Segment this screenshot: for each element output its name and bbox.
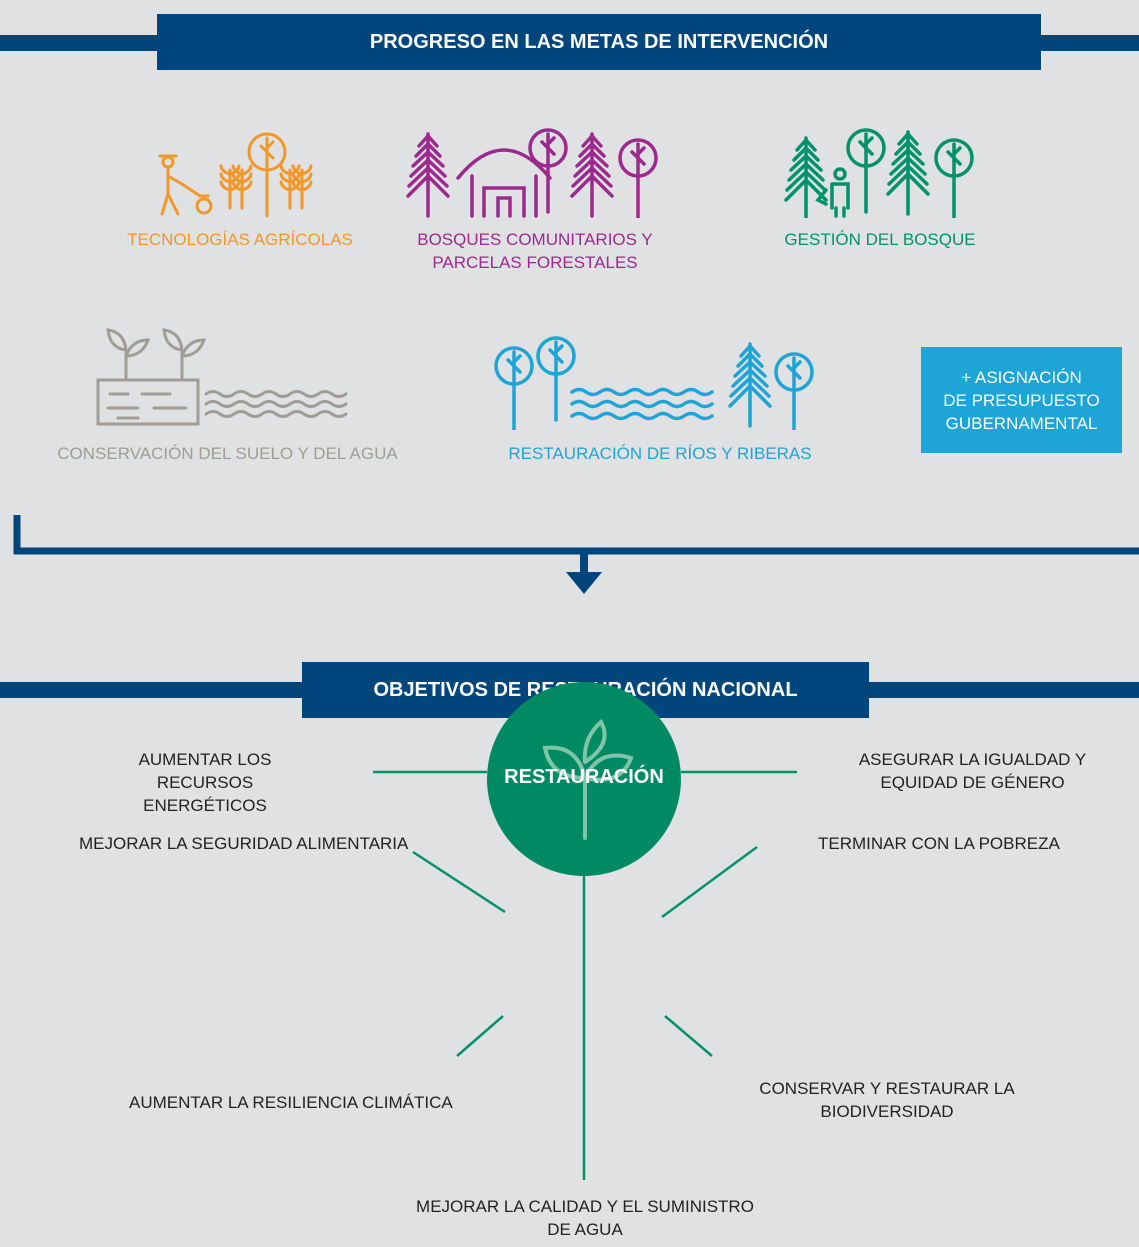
budget-line-2: DE PRESUPUESTO bbox=[943, 390, 1100, 410]
intervention-label-agricultural: TECNOLOGÍAS AGRÍCOLAS bbox=[127, 230, 353, 249]
farmer-wheat-icon bbox=[150, 120, 330, 220]
goal-gender: ASEGURAR LA IGUALDAD Y EQUIDAD DE GÉNERO bbox=[850, 748, 1095, 794]
intervention-label-community-forests: BOSQUES COMUNITARIOS Y PARCELAS FORESTAL… bbox=[395, 228, 675, 274]
down-arrow-icon bbox=[566, 572, 602, 594]
goal-gender-line-1: ASEGURAR LA IGUALDAD Y bbox=[858, 750, 1087, 769]
goal-energy-line-2: ENERGÉTICOS bbox=[143, 796, 267, 815]
goal-climate-resilience: AUMENTAR LA RESILIENCIA CLIMÁTICA bbox=[129, 1093, 453, 1112]
intervention-label-forest-management: GESTIÓN DEL BOSQUE bbox=[784, 230, 976, 249]
goal-water-line-1: MEJORAR LA CALIDAD Y EL SUMINISTRO bbox=[416, 1197, 754, 1216]
sprout-icon bbox=[542, 718, 634, 840]
goal-biodiversity: CONSERVAR Y RESTAURAR LA BIODIVERSIDAD bbox=[757, 1077, 1017, 1123]
forest-ranger-trees-icon bbox=[780, 118, 980, 218]
budget-box: + ASIGNACIÓN DE PRESUPUESTO GUBERNAMENTA… bbox=[921, 347, 1122, 453]
restoration-hub: RESTAURACIÓN bbox=[487, 682, 681, 876]
community-forests-line-2: PARCELAS FORESTALES bbox=[432, 253, 638, 272]
goal-gender-line-2: EQUIDAD DE GÉNERO bbox=[880, 773, 1065, 792]
budget-line-3: GUBERNAMENTAL bbox=[945, 413, 1098, 433]
intervention-label-river: RESTAURACIÓN DE RÍOS Y RIBERAS bbox=[508, 444, 812, 463]
bracket-connector bbox=[13, 515, 1139, 594]
budget-line-1: + ASIGNACIÓN bbox=[961, 367, 1082, 387]
goal-energy: AUMENTAR LOS RECURSOS ENERGÉTICOS bbox=[90, 748, 320, 817]
goal-biodiversity-line-2: BIODIVERSIDAD bbox=[820, 1102, 954, 1121]
soil-sprouts-water-icon bbox=[88, 320, 358, 430]
goal-food-security: MEJORAR LA SEGURIDAD ALIMENTARIA bbox=[79, 834, 409, 853]
goal-water: MEJORAR LA CALIDAD Y EL SUMINISTRO DE AG… bbox=[415, 1195, 755, 1241]
community-forest-hut-icon bbox=[400, 118, 670, 218]
goal-water-line-2: DE AGUA bbox=[547, 1220, 623, 1239]
community-forests-line-1: BOSQUES COMUNITARIOS Y bbox=[417, 230, 653, 249]
hub-label: RESTAURACIÓN bbox=[504, 766, 664, 788]
goal-biodiversity-line-1: CONSERVAR Y RESTAURAR LA bbox=[759, 1079, 1015, 1098]
top-section-title: PROGRESO EN LAS METAS DE INTERVENCIÓN bbox=[157, 14, 1041, 70]
intervention-label-soil-water: CONSERVACIÓN DEL SUELO Y DEL AGUA bbox=[57, 444, 398, 463]
goal-end-poverty: TERMINAR CON LA POBREZA bbox=[818, 834, 1060, 853]
goal-energy-line-1: AUMENTAR LOS RECURSOS bbox=[138, 750, 272, 792]
